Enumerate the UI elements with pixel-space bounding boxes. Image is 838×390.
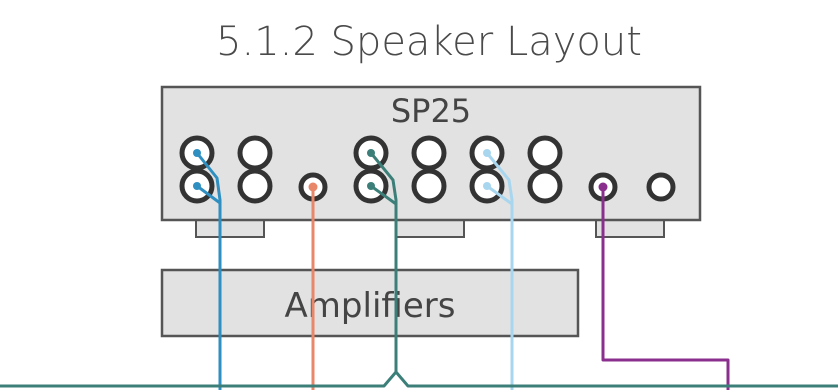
speaker-bus-line — [0, 370, 838, 388]
wire-surround-dot-bottom — [367, 182, 375, 190]
jack-pair2-top — [237, 135, 273, 171]
wire-height-dot-bottom — [483, 182, 491, 190]
wire-center-dot — [308, 182, 318, 192]
wire-front-lr-top — [195, 151, 222, 390]
wire-surround-dot-top — [367, 149, 375, 157]
amplifier-box — [160, 268, 580, 338]
wire-front-lr-bottom — [195, 184, 222, 205]
wire-front-lr-dot-top — [193, 149, 201, 157]
jack-pair4-bottom — [411, 168, 447, 204]
signal-wires — [193, 149, 730, 390]
wire-height-top — [485, 151, 514, 390]
jack-pair6-bottom — [527, 168, 563, 204]
jack-panel — [179, 135, 676, 204]
wire-subwoofer — [598, 182, 730, 390]
wire-subwoofer-dot — [598, 182, 608, 192]
wire-front-lr — [193, 149, 222, 390]
jack-pair6-top — [527, 135, 563, 171]
wire-height-dot-top — [483, 149, 491, 157]
device-foot-right — [595, 218, 665, 238]
wire-surround-bottom — [369, 184, 398, 206]
wire-front-lr-dot-bottom — [193, 182, 201, 190]
jack-pair2-bottom — [237, 168, 273, 204]
wire-subwoofer-path — [601, 185, 730, 390]
device-label: SP25 — [391, 92, 471, 130]
wire-surround — [367, 149, 398, 374]
diagram-title: 5.1.2 Speaker Layout — [216, 19, 642, 65]
wire-surround-top — [369, 151, 398, 374]
device-foot-left — [195, 218, 265, 238]
wire-center — [308, 182, 318, 390]
wire-height — [483, 149, 514, 390]
device-foot-middle — [395, 218, 465, 238]
amplifier-label: Amplifiers — [285, 286, 456, 326]
device-feet — [195, 218, 665, 238]
jack-pair4-top — [411, 135, 447, 171]
wire-height-bottom — [485, 184, 514, 206]
jack-single3 — [646, 172, 676, 202]
